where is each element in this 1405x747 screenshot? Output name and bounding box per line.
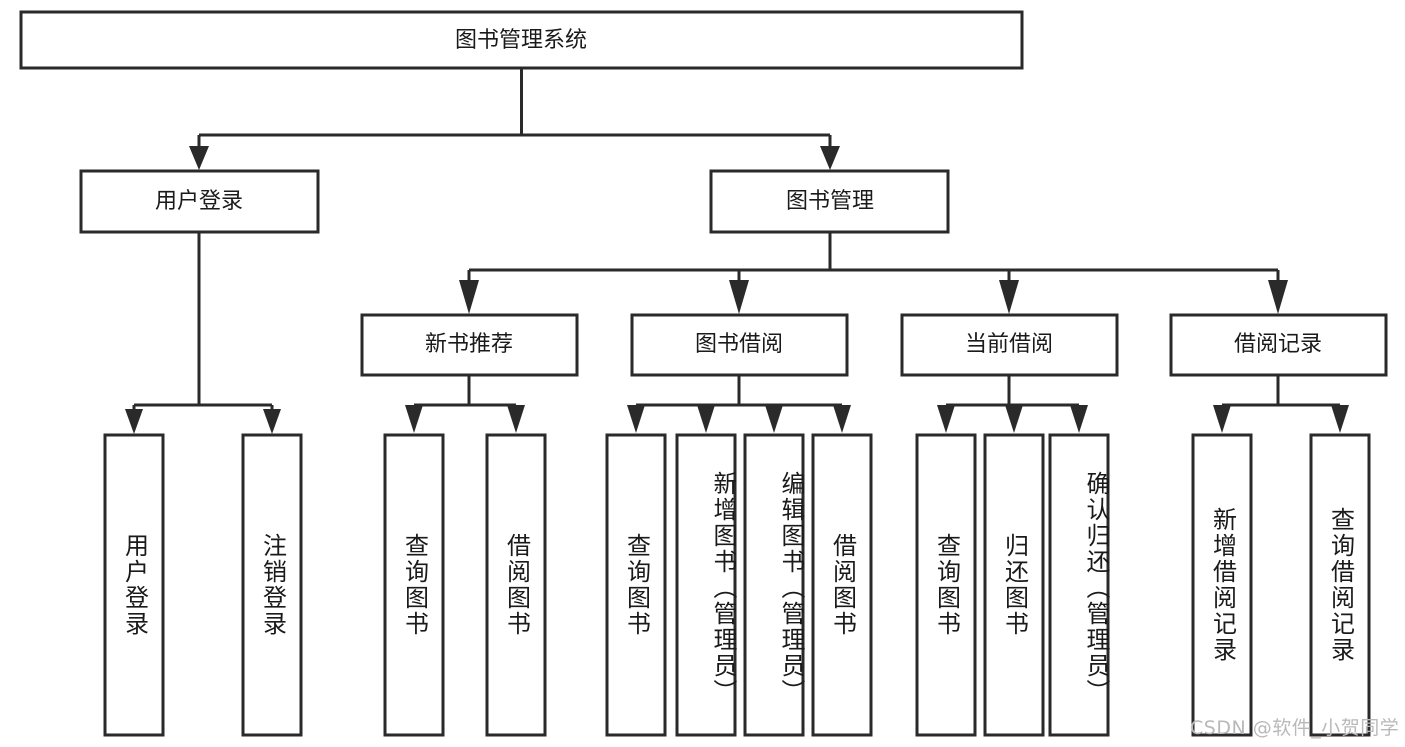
arrow-bookborrow-leaf-1 [627, 405, 645, 433]
leaf-box-query-record[interactable] [1309, 433, 1371, 737]
arrow-bm-to-bookborrow [729, 280, 749, 314]
arrow-bookborrow-leaf-3 [765, 405, 783, 433]
arrow-bookborrow-leaf-4 [833, 405, 851, 433]
node-borrow-record-box[interactable] [1169, 313, 1388, 377]
node-current-borrow-box[interactable] [900, 313, 1119, 377]
csdn-watermark: CSDN @软件_小贺同学 [1190, 717, 1400, 739]
arrow-bm-to-currentborrow [999, 280, 1019, 314]
arrow-root-to-userlogin [189, 146, 209, 170]
leaf-box-query-book-2[interactable] [605, 433, 667, 737]
node-root-box[interactable] [19, 10, 1024, 70]
arrow-root-to-bookmanage [820, 146, 840, 170]
leaf-box-confirm-return[interactable] [1048, 433, 1110, 737]
node-book-borrow-box[interactable] [630, 313, 849, 377]
node-user-login-label: 用户登录 [155, 189, 243, 214]
node-layer: 图书管理系统 用户登录 图书管理 新书推荐 图书借阅 当前借阅 借阅记录 [19, 10, 1388, 737]
arrow-bm-to-borrowrecord [1268, 280, 1288, 314]
connector-layer [125, 68, 1349, 434]
arrow-newbook-leaf-1 [405, 405, 423, 433]
arrow-currentborrow-leaf-3 [1070, 405, 1088, 433]
arrow-bookborrow-leaf-2 [697, 405, 715, 433]
node-book-manage-label: 图书管理 [786, 189, 874, 214]
leaf-box-borrow-book-2[interactable] [811, 433, 873, 737]
node-root-label: 图书管理系统 [455, 28, 587, 53]
arrow-bm-to-newbook [459, 280, 479, 314]
leaf-box-return-book[interactable] [983, 433, 1045, 737]
node-new-book-rec-box[interactable] [360, 313, 579, 377]
leaf-box-add-book[interactable] [675, 433, 737, 737]
arrow-newbook-leaf-2 [507, 405, 525, 433]
arrow-currentborrow-leaf-1 [937, 405, 955, 433]
node-current-borrow-label: 当前借阅 [965, 332, 1053, 357]
arrow-currentborrow-leaf-2 [1005, 405, 1023, 433]
node-user-login-box[interactable] [79, 169, 320, 234]
leaf-box-borrow-book-1[interactable] [485, 433, 547, 737]
node-book-borrow-label: 图书借阅 [695, 332, 783, 357]
leaf-box-logout[interactable] [241, 433, 303, 737]
leaf-box-query-book-1[interactable] [383, 433, 445, 737]
leaf-box-edit-book[interactable] [743, 433, 805, 737]
node-book-manage-box[interactable] [709, 169, 950, 234]
leaf-box-add-record[interactable] [1191, 433, 1253, 737]
node-borrow-record-label: 借阅记录 [1234, 332, 1322, 357]
leaf-box-query-book-3[interactable] [915, 433, 977, 737]
arrow-userlogin-leaf-1 [125, 409, 143, 434]
node-new-book-rec-label: 新书推荐 [425, 332, 513, 357]
arrow-userlogin-leaf-2 [263, 409, 281, 434]
leaf-box-user-login[interactable] [103, 433, 165, 737]
arrow-borrowrecord-leaf-1 [1213, 405, 1231, 433]
arrow-borrowrecord-leaf-2 [1331, 405, 1349, 433]
